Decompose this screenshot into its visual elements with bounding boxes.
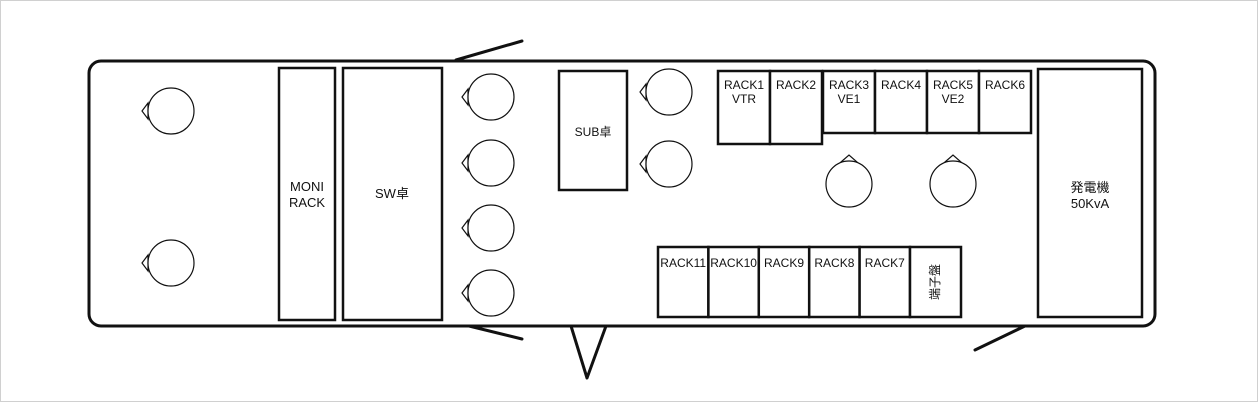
terminal-board-label: 端子盤 (928, 264, 942, 300)
rack-label: RACK1 (724, 78, 764, 92)
rack-label: RACK6 (985, 78, 1025, 92)
chair-icon (147, 87, 195, 135)
generator-label-2: 50KvA (1071, 196, 1110, 211)
rack-label: RACK4 (881, 78, 921, 92)
moni-rack-label-1: MONI (290, 179, 324, 194)
chair-icon (467, 139, 515, 187)
rack-label: RACK9 (764, 256, 804, 270)
rack-sublabel: VE2 (942, 92, 965, 106)
chair-icon (645, 68, 693, 116)
rack-label: RACK8 (814, 256, 854, 270)
chair-icon (825, 160, 873, 208)
generator (1036, 67, 1144, 319)
sw-desk (341, 66, 444, 322)
chair-icon (467, 73, 515, 121)
rack-bottom (807, 245, 861, 319)
rack-top-1 (716, 69, 772, 146)
door-bottom (467, 324, 524, 341)
step-bottom (569, 324, 608, 380)
rack-label: RACK10 (710, 256, 757, 270)
chair-icon (467, 269, 515, 317)
moni-rack-label-2: RACK (289, 195, 325, 210)
door-rear (973, 324, 1027, 352)
sub-desk (557, 69, 629, 192)
rack-label: RACK2 (776, 78, 816, 92)
rack-top-4 (873, 69, 929, 135)
rack-sublabel: VTR (732, 92, 756, 106)
rack-label: RACK11 (660, 256, 706, 270)
rack-top-2 (768, 69, 824, 146)
rack-sublabel: VE1 (838, 92, 861, 106)
sw-desk-label: SW卓 (375, 186, 409, 201)
rack-label: RACK7 (865, 256, 905, 270)
rack-label: RACK5 (933, 78, 973, 92)
rack-bottom (707, 245, 761, 319)
rack-top-3 (821, 69, 877, 135)
sub-desk-label: SUB卓 (575, 125, 612, 139)
moni-rack (277, 66, 337, 322)
chair-icon (467, 204, 515, 252)
door-top (454, 39, 524, 62)
chair-icon (929, 160, 977, 208)
rack-label: RACK3 (829, 78, 869, 92)
rack-bottom (757, 245, 811, 319)
chair-icon (147, 239, 195, 287)
rack-bottom (858, 245, 912, 319)
chair-icon (645, 140, 693, 188)
terminal-board (908, 245, 963, 319)
rack-top-6 (977, 69, 1033, 135)
generator-label-1: 発電機 (1070, 180, 1109, 195)
